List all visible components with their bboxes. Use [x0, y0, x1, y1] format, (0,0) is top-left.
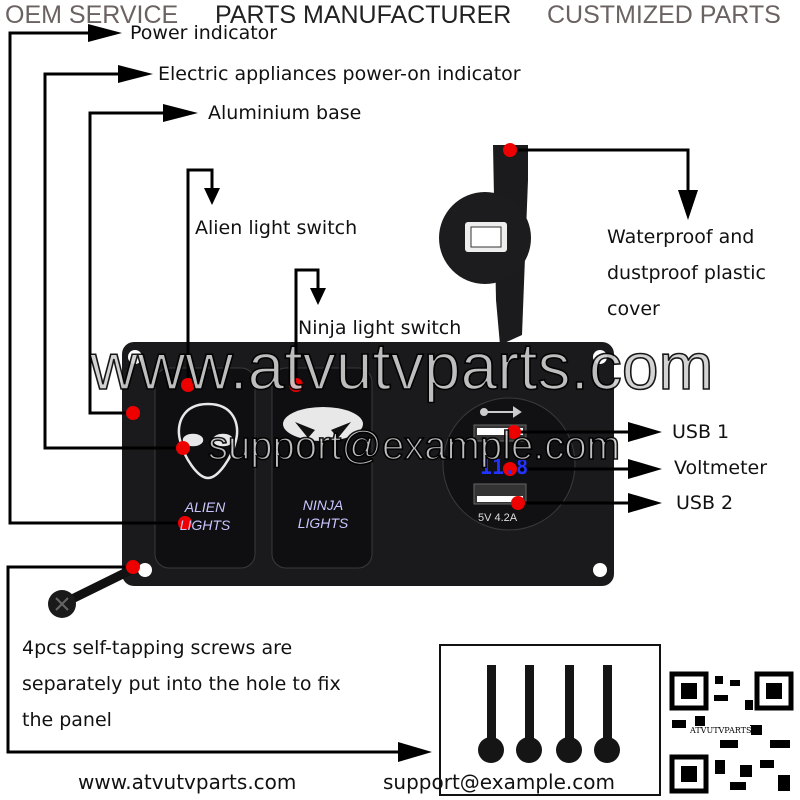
alien-line2: LIGHTS	[179, 517, 231, 533]
watermark-site: www.atvutvparts.com	[89, 328, 714, 404]
label-electric-indicator: Electric appliances power-on indicator	[158, 63, 521, 85]
screws-line: 4pcs self-tapping screws are	[22, 637, 293, 659]
qr-caption: ATVUTVPARTS	[690, 726, 752, 735]
label-usb2: USB 2	[676, 492, 734, 514]
screws-set-icon	[478, 665, 620, 763]
label-usb1: USB 1	[672, 421, 730, 443]
usb-rating-label: 5V 4.2A	[478, 512, 518, 524]
arrowheads	[88, 24, 698, 762]
voltmeter-display: 11.8	[480, 455, 529, 479]
screws-line: separately put into the hole to fix	[22, 673, 341, 695]
ninja-lights-label: NINJA LIGHTS	[283, 496, 363, 532]
label-screws: 4pcs self-tapping screws are separately …	[22, 630, 341, 738]
cover-line: dustproof plastic	[607, 262, 766, 284]
label-aluminium-base: Aluminium base	[208, 102, 362, 124]
indicator-dots	[126, 143, 525, 574]
usb-symbol-icon	[480, 406, 522, 418]
footer-website: www.atvutvparts.com	[78, 770, 297, 794]
label-cover: Waterproof and dustproof plastic cover	[607, 219, 766, 327]
screw-icon	[48, 563, 137, 618]
screws-box	[439, 644, 661, 796]
alien-line1: ALIEN	[184, 499, 226, 515]
alien-head-icon	[177, 402, 239, 480]
label-power-indicator: Power indicator	[130, 22, 278, 44]
callout-lines	[6, 31, 690, 754]
header-oem-service: OEM SERVICE	[5, 1, 179, 29]
label-ninja-switch: Ninja light switch	[298, 317, 462, 339]
plastic-cover	[439, 145, 531, 345]
ninja-mask-icon	[283, 407, 363, 441]
cover-line: Waterproof and	[607, 226, 755, 248]
watermark-email: support@example.com	[207, 423, 621, 469]
label-alien-switch: Alien light switch	[195, 217, 358, 239]
alien-lights-label: ALIEN LIGHTS	[165, 498, 245, 534]
alien-rocker-switch	[154, 367, 256, 569]
footer-email: support@example.com	[383, 770, 615, 794]
ninja-line1: NINJA	[302, 497, 344, 513]
header-parts-manufacturer: PARTS MANUFACTURER	[215, 1, 512, 29]
screws-line: the panel	[22, 709, 112, 731]
cover-line: cover	[607, 298, 660, 320]
header-customized-parts: CUSTMIZED PARTS	[547, 1, 781, 29]
ninja-line2: LIGHTS	[297, 515, 349, 531]
label-voltmeter: Voltmeter	[674, 457, 768, 479]
